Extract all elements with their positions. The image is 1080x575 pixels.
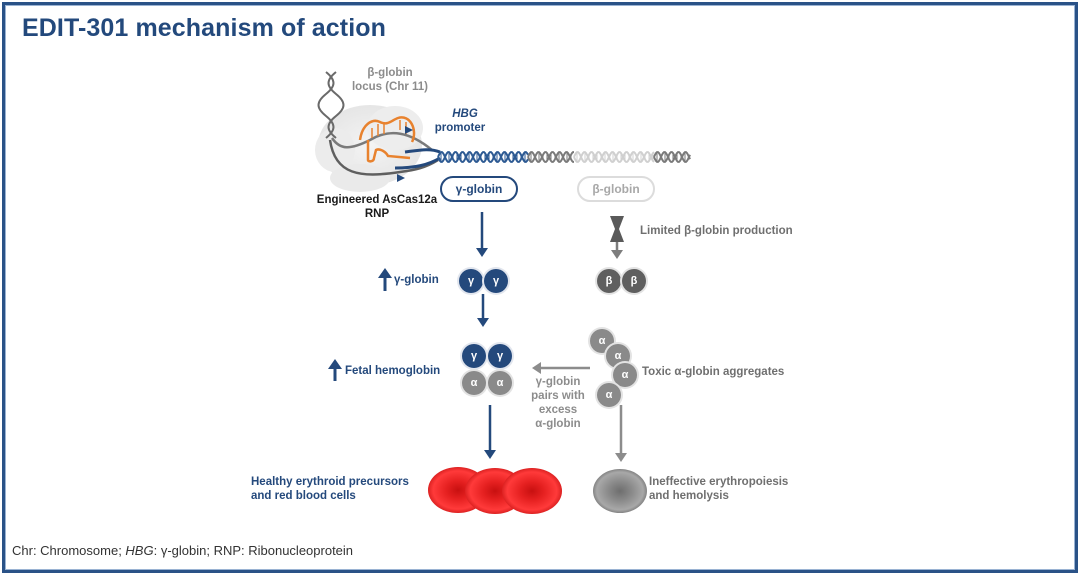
rnp-label: Engineered AsCas12a RNP bbox=[302, 193, 452, 221]
promoter-label-line2: promoter bbox=[434, 122, 486, 134]
arrow-chains-to-fetal-hb bbox=[477, 294, 489, 327]
beta-chain: β bbox=[597, 269, 621, 293]
ineffective-label-line2: and hemolysis bbox=[649, 490, 729, 502]
healthy-cells-label-line2: and red blood cells bbox=[251, 490, 356, 502]
dna-helix-horizontal bbox=[437, 151, 691, 163]
increase-arrow-icon bbox=[378, 268, 392, 291]
cas12a-protein-blob bbox=[315, 105, 423, 192]
target-dna-upper bbox=[404, 148, 441, 154]
blocked-arrow-icon bbox=[610, 216, 624, 259]
pam-marker-icon bbox=[397, 174, 405, 182]
gamma-chain: γ bbox=[462, 344, 486, 368]
damaged-red-blood-cell bbox=[593, 469, 647, 513]
footnote-part3: : γ-globin; RNP: Ribonucleoprotein bbox=[153, 543, 354, 558]
arrow-gamma-to-chains bbox=[476, 212, 488, 257]
alpha-chain: α bbox=[488, 371, 512, 395]
dna-lower-strand bbox=[328, 139, 439, 176]
red-blood-cell bbox=[502, 468, 562, 514]
gamma-chain: γ bbox=[484, 269, 508, 293]
helix-strand bbox=[437, 151, 529, 163]
dna-helix-vertical bbox=[317, 71, 345, 139]
arrow-aggregates-to-ineffective bbox=[615, 405, 627, 462]
arrow-alpha-to-fetal-hb bbox=[532, 362, 590, 374]
locus-label-line1: β-globin bbox=[367, 67, 413, 79]
ineffective-label-line1: Ineffective erythropoiesis bbox=[649, 476, 789, 488]
guide-rna bbox=[358, 116, 416, 163]
healthy-red-blood-cells bbox=[428, 467, 562, 514]
promoter-label-line1: HBG bbox=[452, 108, 478, 120]
toxic-aggregates-label: Toxic α-globin aggregates bbox=[642, 366, 785, 378]
pairs-with-excess-label: γ-globin pairs with excess α-globin bbox=[525, 375, 591, 431]
gamma-chain: γ bbox=[459, 269, 483, 293]
slide-frame-inner bbox=[5, 5, 1075, 570]
pairs-label-line3: excess bbox=[538, 404, 578, 416]
healthy-cells-label: Healthy erythroid precursors and red blo… bbox=[251, 475, 409, 503]
increase-arrow-icon bbox=[328, 359, 342, 381]
footnote: Chr: Chromosome; HBG: γ-globin; RNP: Rib… bbox=[12, 543, 353, 558]
ineffective-erythropoiesis-label: Ineffective erythropoiesis and hemolysis bbox=[649, 475, 788, 503]
pairs-label-line2: pairs with bbox=[531, 390, 585, 402]
promoter-label: HBG promoter bbox=[435, 107, 490, 135]
beta-globin-gene-pill: β-globin bbox=[577, 176, 655, 202]
beta-chain: β bbox=[622, 269, 646, 293]
footnote-part1: Chr: Chromosome; bbox=[12, 543, 126, 558]
pairs-label-line1: γ-globin bbox=[535, 376, 581, 388]
footnote-hbg: HBG bbox=[125, 543, 154, 558]
healthy-cells-label-line1: Healthy erythroid precursors bbox=[251, 476, 409, 488]
limited-beta-globin-label: Limited β-globin production bbox=[640, 225, 793, 237]
gamma-globin-gene-pill: γ-globin bbox=[440, 176, 518, 202]
rnp-label-line2: RNP bbox=[364, 208, 390, 220]
alpha-aggregate-chain: α bbox=[613, 363, 637, 387]
fetal-hemoglobin-label: Fetal hemoglobin bbox=[345, 365, 441, 377]
alpha-aggregate-chain: α bbox=[597, 383, 621, 407]
increased-gamma-globin-label: γ-globin bbox=[394, 274, 439, 286]
locus-label: β-globin locus (Chr 11) bbox=[348, 66, 432, 94]
rnp-label-line1: Engineered AsCas12a bbox=[316, 194, 438, 206]
locus-label-line2: locus (Chr 11) bbox=[351, 81, 429, 93]
slide-title: EDIT-301 mechanism of action bbox=[22, 14, 387, 42]
pairs-label-line4: α-globin bbox=[535, 418, 581, 430]
target-dna-lower bbox=[394, 156, 441, 170]
pam-marker-icon bbox=[405, 126, 413, 134]
arrow-fetal-hb-to-healthy bbox=[484, 405, 496, 459]
helix-strand bbox=[653, 151, 691, 163]
helix-strand bbox=[653, 151, 691, 163]
alpha-chain: α bbox=[462, 371, 486, 395]
gamma-chain: γ bbox=[488, 344, 512, 368]
